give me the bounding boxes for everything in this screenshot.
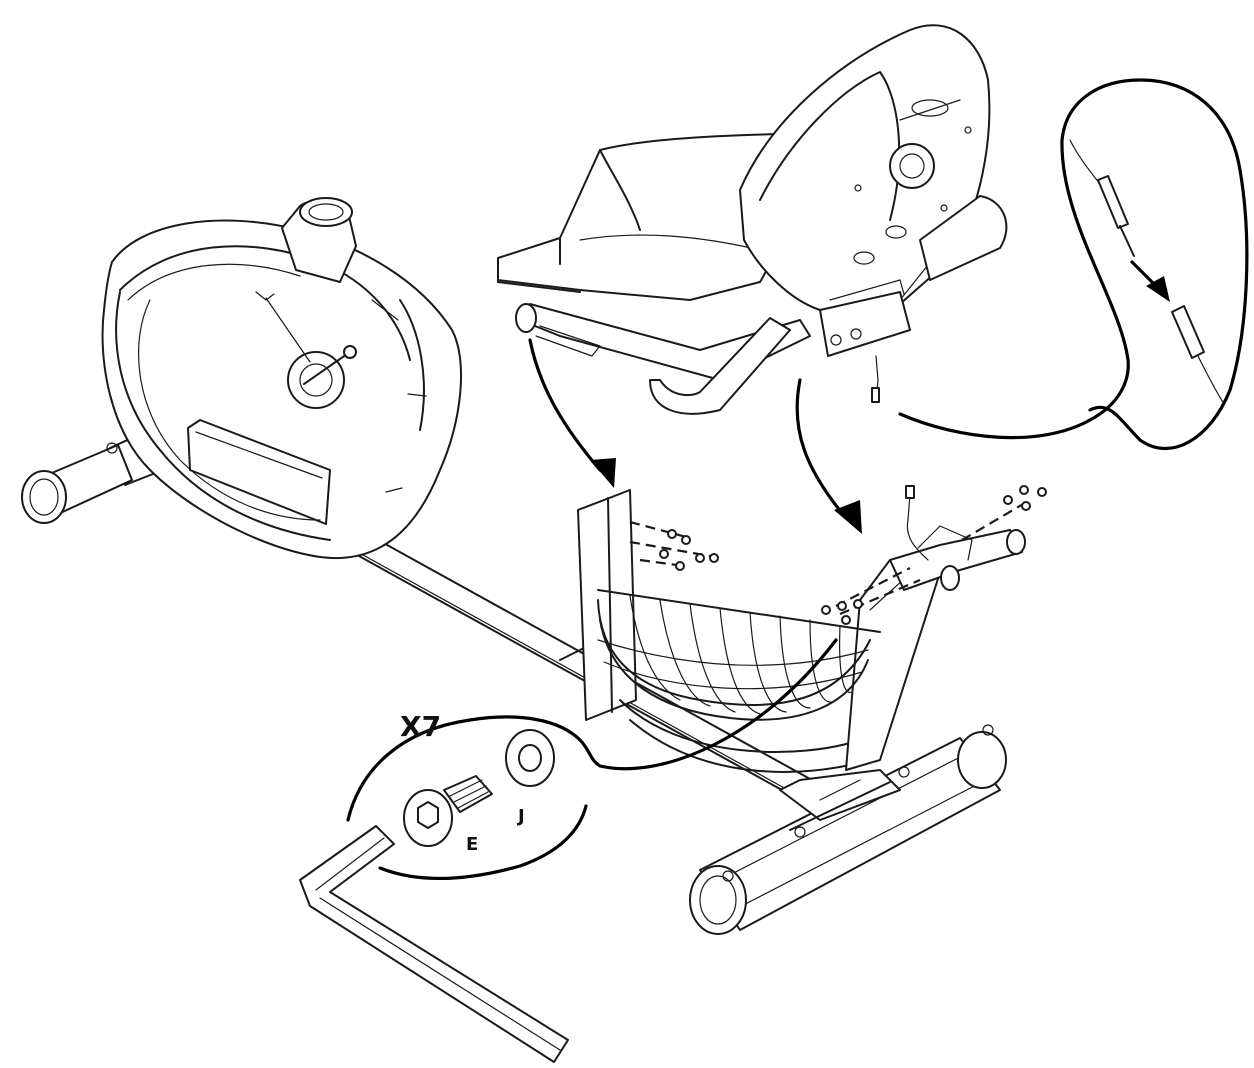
assembly-arrows [528,338,862,534]
cable-connector-callout [898,78,1249,451]
arrow-head-icon [590,458,616,488]
part-e-label: E [466,834,478,855]
quantity-label: X7 [400,710,441,743]
front-shroud [101,197,463,560]
arrow-head-icon [1146,276,1170,302]
storage-basket [597,589,881,721]
rear-frame [577,485,1026,773]
part-j-label: J [516,806,525,827]
bolt-insertion-lines [629,485,1047,625]
hardware-callout: X7 E J [299,638,838,1063]
rear-stabilizer [689,724,1007,935]
seat-assembly [497,24,1008,415]
arrow-head-icon [834,500,862,534]
